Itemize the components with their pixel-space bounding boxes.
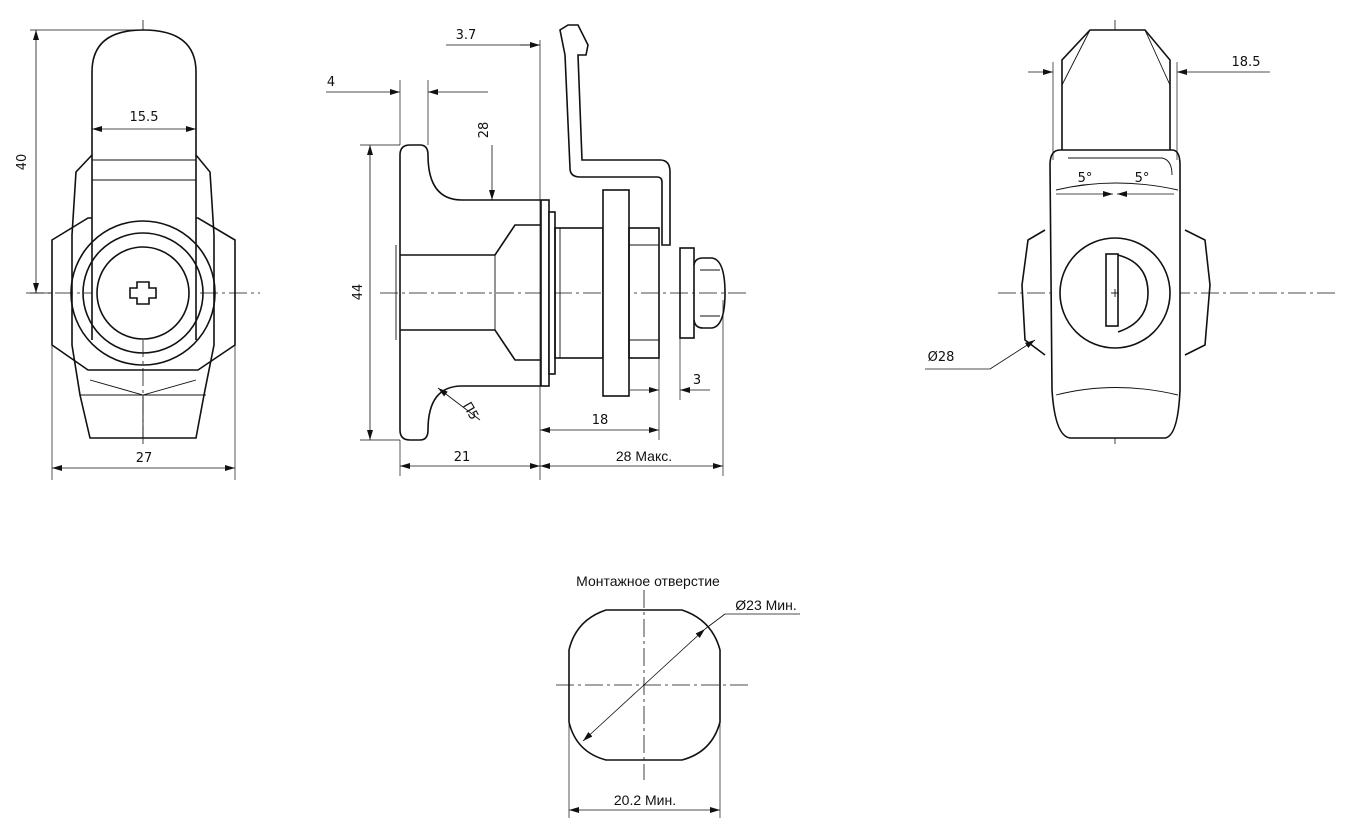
hole-diameter-label: Ø23 Мин. bbox=[735, 597, 796, 613]
side-nut-thickness-label: 3 bbox=[693, 373, 701, 388]
front-cam-width-label: 15.5 bbox=[130, 110, 159, 125]
side-thread-length-label: 18 bbox=[592, 413, 609, 428]
rear-cam-width-label: 18.5 bbox=[1232, 55, 1261, 70]
front-width-label: 27 bbox=[136, 451, 153, 466]
side-view bbox=[380, 24, 750, 441]
front-view bbox=[26, 20, 260, 445]
side-flange-thickness-label: 4 bbox=[327, 75, 335, 90]
mounting-hole: Монтажное отверстие Ø23 Мин. 20.2 Мин. bbox=[556, 573, 800, 818]
side-dimensions: 3.7 4 28 44 П5 3 18 21 28 Макс. bbox=[326, 28, 724, 480]
hole-width-label: 20.2 Мин. bbox=[614, 792, 676, 808]
rear-angle-right-label: 5° bbox=[1135, 171, 1150, 186]
rear-angle-left-label: 5° bbox=[1078, 171, 1093, 186]
side-max-length-label: 28 Макс. bbox=[616, 448, 672, 464]
side-radius-label: П5 bbox=[459, 400, 481, 423]
side-flange-height-label: 44 bbox=[351, 284, 366, 301]
side-flange-depth-label: 21 bbox=[454, 450, 471, 465]
rear-dimensions: 18.5 5° 5° Ø28 bbox=[925, 55, 1270, 370]
rear-view bbox=[998, 20, 1335, 445]
front-height-label: 40 bbox=[15, 154, 30, 171]
side-cam-thickness-label: 3.7 bbox=[456, 28, 477, 43]
hole-title: Монтажное отверстие bbox=[576, 573, 720, 589]
rear-diameter-label: Ø28 bbox=[928, 350, 955, 365]
side-cam-offset-label: 28 bbox=[477, 122, 492, 139]
front-dimensions: 40 15.5 27 bbox=[15, 29, 236, 480]
